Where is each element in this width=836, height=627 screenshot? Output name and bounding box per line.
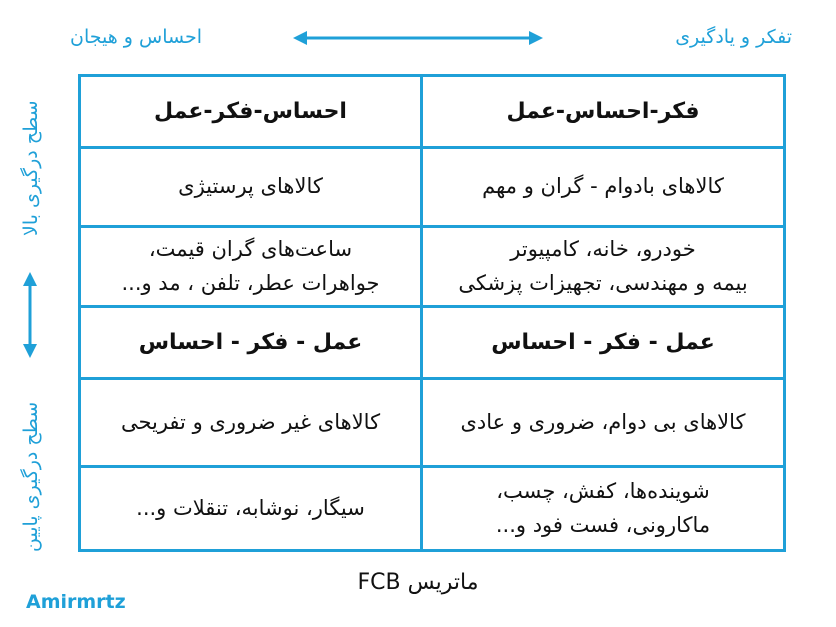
low-involvement-label: سطح درگیری پایین <box>20 401 42 553</box>
matrix-divider <box>81 305 783 308</box>
thinking-axis-label: تفکر و یادگیری <box>675 26 792 48</box>
horizontal-double-arrow-icon <box>293 31 543 45</box>
fcb-matrix: احساس-فکر-عمل فکر-احساس-عمل کالاهای پرست… <box>78 74 786 552</box>
matrix-divider <box>81 146 783 149</box>
matrix-divider <box>81 465 783 468</box>
q1-left-header: احساس-فکر-عمل <box>154 99 347 124</box>
vertical-double-arrow-icon <box>23 272 37 358</box>
q1-right-type: کالاهای بادوام - گران و مهم <box>482 174 724 199</box>
brand-watermark: Amirmrtz <box>26 591 126 613</box>
q2-right-type: کالاهای بی دوام، ضروری و عادی <box>460 409 746 434</box>
q2-left-header: عمل - فکر - احساس <box>138 330 363 355</box>
q2-left-type: کالاهای غیر ضروری و تفریحی <box>120 409 381 434</box>
q2-left-examples: سیگار، نوشابه، تنقلات و... <box>136 495 365 520</box>
q1-right-header: فکر-احساس-عمل <box>506 99 700 124</box>
q1-right-examples: خودرو، خانه، کامپیوتر بیمه و مهندسی، تجه… <box>458 236 748 295</box>
high-involvement-label: سطح درگیری بالا <box>20 100 42 237</box>
q2-right-examples: شوینده‌ها، کفش، چسب، ماکارونی، فست فود و… <box>495 478 711 537</box>
emotion-axis-label: احساس و هیجان <box>70 26 202 48</box>
matrix-vertical-divider <box>420 77 423 549</box>
matrix-title: ماتریس FCB <box>357 570 479 595</box>
q2-right-header: عمل - فکر - احساس <box>491 330 715 355</box>
matrix-divider <box>81 225 783 228</box>
q1-left-examples: ساعت‌های گران قیمت، جواهرات عطر، تلفن ، … <box>121 236 380 295</box>
q1-left-type: کالاهای پرستیژی <box>178 174 323 199</box>
matrix-divider <box>81 377 783 380</box>
